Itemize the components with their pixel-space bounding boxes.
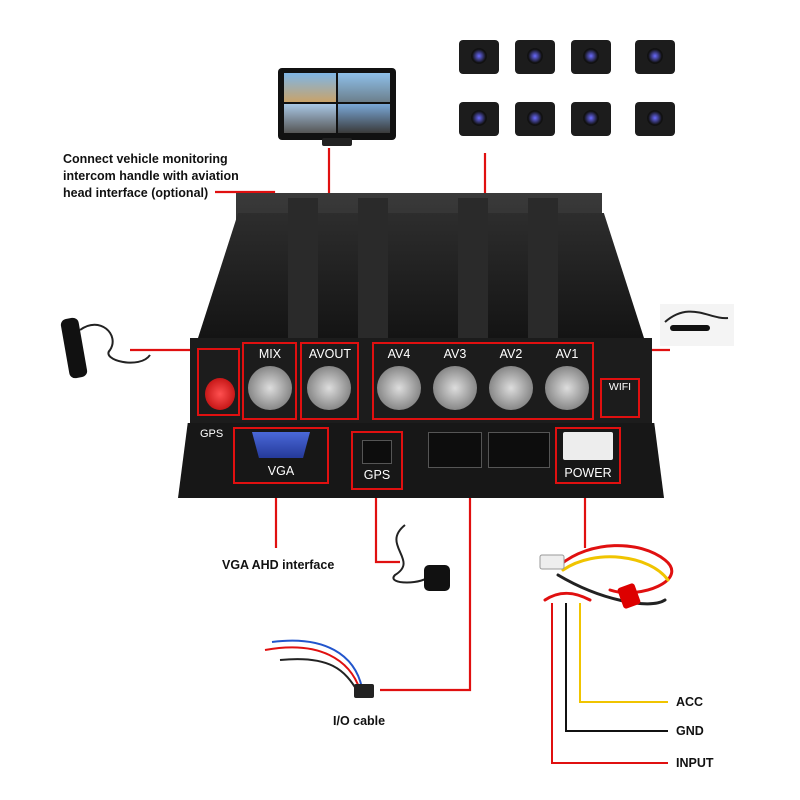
- camera-group: [452, 36, 692, 156]
- intercom-note-line-2: intercom handle with aviation: [63, 169, 239, 183]
- camera-icon: [512, 98, 558, 144]
- mix-port-box: [242, 342, 297, 420]
- input-label: INPUT: [676, 756, 714, 770]
- avout-connector-icon[interactable]: [307, 366, 351, 410]
- avout-label: AVOUT: [308, 347, 352, 361]
- gps-port-box: [351, 431, 403, 490]
- gnd-label: GND: [676, 724, 704, 738]
- vga-port-box: [233, 427, 329, 484]
- wifi-label: WIFI: [608, 381, 632, 393]
- wifi-port-box: [600, 378, 640, 418]
- camera-icon: [632, 98, 678, 144]
- av3-connector-icon[interactable]: [433, 366, 477, 410]
- vga-ahd-label: VGA AHD interface: [222, 558, 335, 572]
- intercom-note: Connect vehicle monitoring intercom hand…: [63, 151, 239, 202]
- io-connector-icon[interactable]: [428, 432, 482, 468]
- mix-connector-icon[interactable]: [248, 366, 292, 410]
- camera-icon: [456, 98, 502, 144]
- av3-label: AV3: [443, 347, 467, 361]
- camera-icon: [456, 36, 502, 82]
- power-connector-icon[interactable]: [563, 432, 613, 460]
- gps-label: GPS: [363, 468, 391, 482]
- antenna-port-box: [197, 348, 240, 416]
- vga-label: VGA: [267, 464, 295, 478]
- monitor-image: [278, 68, 396, 148]
- acc-label: ACC: [676, 695, 704, 709]
- camera-icon: [568, 36, 614, 82]
- avout-port-box: [300, 342, 359, 420]
- power-label: POWER: [564, 466, 612, 480]
- intercom-note-line-1: Connect vehicle monitoring: [63, 152, 228, 166]
- camera-icon: [512, 36, 558, 82]
- av2-label: AV2: [499, 347, 523, 361]
- camera-icon: [568, 98, 614, 144]
- gps-connector-icon[interactable]: [362, 440, 392, 464]
- mix-label: MIX: [258, 347, 282, 361]
- io-cable-label: I/O cable: [333, 714, 386, 728]
- av1-connector-icon[interactable]: [545, 366, 589, 410]
- power-port-box: [555, 427, 621, 484]
- av1-label: AV1: [555, 347, 579, 361]
- vga-connector-icon[interactable]: [252, 432, 310, 458]
- av4-label: AV4: [387, 347, 411, 361]
- gps-left-label: GPS: [200, 428, 224, 440]
- camera-icon: [632, 36, 678, 82]
- antenna-port-button[interactable]: [205, 378, 235, 410]
- av2-connector-icon[interactable]: [489, 366, 533, 410]
- av4-connector-icon[interactable]: [377, 366, 421, 410]
- av-ports-box: [372, 342, 594, 420]
- intercom-note-line-3: head interface (optional): [63, 186, 209, 200]
- io-connector-icon[interactable]: [488, 432, 550, 468]
